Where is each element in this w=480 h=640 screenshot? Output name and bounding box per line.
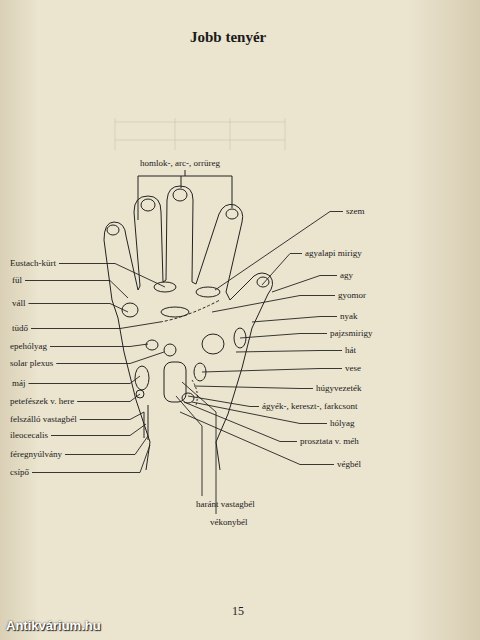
leader-line: [29, 376, 141, 384]
leader-line: [212, 296, 335, 313]
leader-line: [240, 334, 327, 339]
organ-label: vékonybél: [210, 517, 248, 528]
leader-line: [194, 386, 313, 389]
bracket: [138, 170, 232, 220]
leader-line: [29, 304, 129, 313]
organ-label: vese: [345, 363, 361, 374]
hand-outline: [104, 186, 273, 470]
organ-label: fül: [12, 275, 22, 286]
organ-label: prosztata v. méh: [300, 436, 359, 447]
organ-label: gyomor: [338, 290, 366, 301]
organ-label: pajzsmirigy: [330, 328, 373, 339]
leader-line: [59, 264, 165, 288]
organ-label: Eustach-kürt: [10, 258, 56, 269]
watermark: Antikvárium.hu: [6, 620, 101, 631]
organ-label: tüdő: [12, 323, 28, 334]
organ-label: agy: [340, 270, 353, 281]
leader-line: [56, 352, 164, 364]
organ-label: váll: [12, 298, 26, 309]
leader-line: [202, 369, 342, 373]
page-title: Jobb tenyér: [190, 28, 266, 46]
leader-line: [80, 412, 144, 420]
leader-line: [182, 382, 216, 514]
organ-label: haránt vastagbél: [196, 499, 255, 510]
organ-label: homlok-, arc-, orrüreg: [140, 158, 220, 169]
organ-label: húgyvezeték: [316, 383, 361, 394]
leader-line: [236, 351, 342, 353]
leader-line: [188, 396, 259, 407]
leader-line: [51, 424, 146, 436]
organ-label: hólyag: [330, 418, 355, 429]
organ-label: hát: [345, 345, 356, 356]
page-number: 15: [232, 606, 244, 617]
leader-line: [65, 436, 148, 455]
leader-line: [272, 276, 337, 293]
organ-label: csípő: [10, 467, 29, 478]
organ-label: ágyék-, kereszt-, farkcsont: [262, 401, 357, 412]
leader-line: [31, 322, 160, 329]
organ-label: végbél: [337, 459, 361, 470]
leader-line: [25, 281, 128, 299]
organ-label: solar plexus: [10, 358, 53, 369]
leader-line: [252, 317, 337, 323]
leader-line: [176, 396, 202, 496]
organ-label: felszálló vastagbél: [10, 414, 77, 425]
organ-label: epehólyag: [10, 341, 47, 352]
organ-label: agyalapi mirigy: [305, 248, 362, 259]
organ-label: ileocecalis: [10, 430, 48, 441]
organ-label: nyak: [340, 311, 358, 322]
organ-label: féregnyúlvány: [10, 449, 62, 460]
leader-line: [50, 344, 148, 347]
leader-line: [262, 254, 302, 286]
organ-label: petefészek v. here: [10, 396, 74, 407]
organ-label: máj: [12, 378, 26, 389]
leader-line: [77, 394, 140, 402]
organ-label: szem: [346, 206, 365, 217]
faint-grid: [115, 118, 285, 150]
